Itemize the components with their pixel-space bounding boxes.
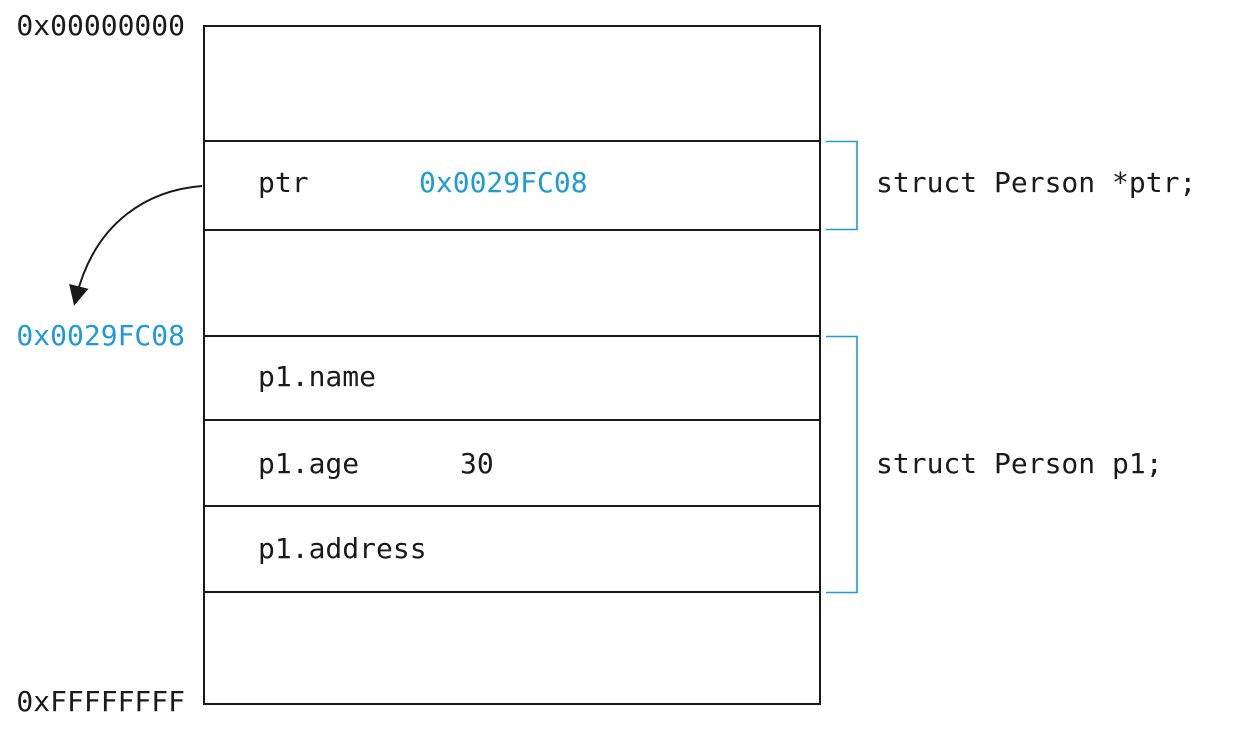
address-top: 0x00000000 [16,9,185,42]
declaration-p1: struct Person p1; [876,447,1163,480]
cell-p1-age-value: 30 [460,447,494,480]
row-divider [203,419,821,421]
declaration-ptr: struct Person *ptr; [876,166,1197,199]
pointer-arrow [69,185,203,306]
address-bottom: 0xFFFFFFFF [16,685,185,718]
row-divider [203,505,821,507]
cell-ptr-label: ptr [258,166,309,199]
cell-ptr-value: 0x0029FC08 [419,166,588,199]
ptr-bracket [826,140,858,231]
row-divider [203,140,821,142]
cell-p1-age-label: p1.age [258,447,360,480]
row-divider [203,335,821,337]
address-struct-start: 0x0029FC08 [16,319,185,352]
cell-p1-name-label: p1.name [258,360,377,393]
row-divider [203,229,821,231]
cell-p1-address-label: p1.address [258,532,427,565]
row-divider [203,591,821,593]
p1-bracket [826,335,858,594]
memory-block [203,25,821,705]
